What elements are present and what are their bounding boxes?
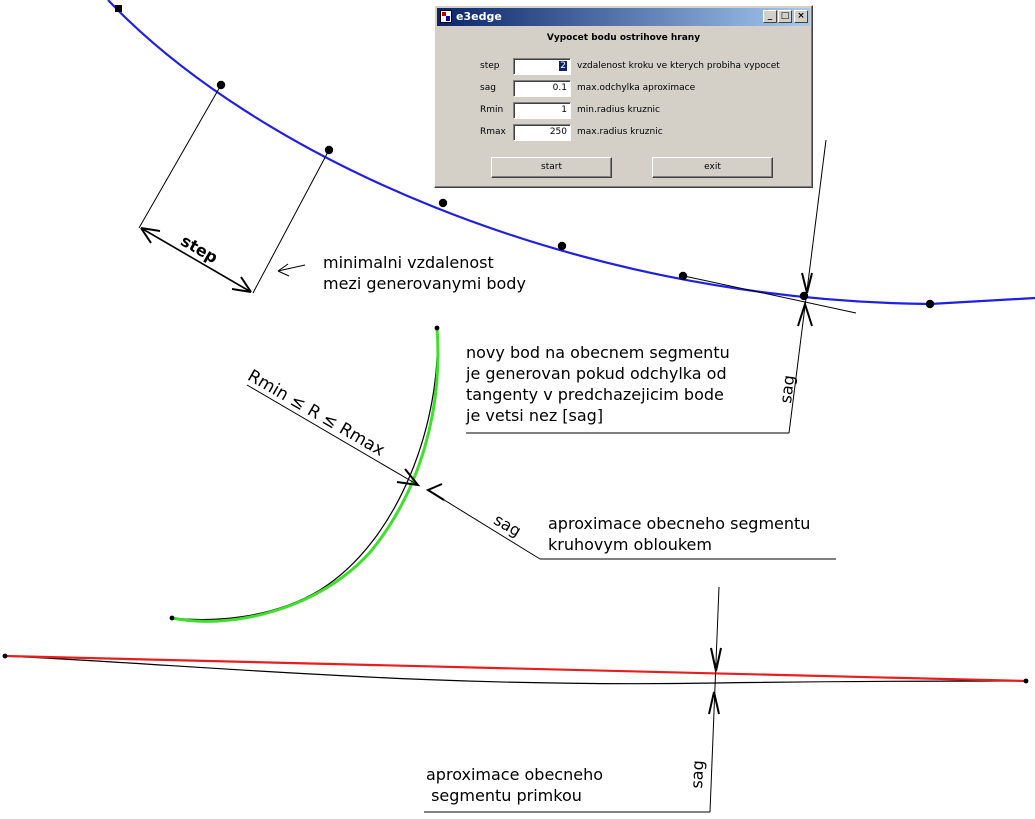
curve-point [678, 271, 688, 281]
step-param-desc: vzdalenost kroku ve kterych probiha vypo… [577, 61, 780, 71]
maximize-button[interactable]: □ [778, 10, 792, 23]
approx-line [4, 654, 1027, 683]
curve-point [115, 5, 122, 12]
sag-param-desc: max.odchylka aproximace [577, 83, 696, 93]
sag-dimension-top [466, 139, 857, 434]
sag-param-label: sag [480, 83, 496, 93]
exit-button[interactable]: exit [652, 157, 773, 178]
window-title: e3edge [456, 10, 502, 23]
arc-endpoint [169, 615, 175, 621]
arc-endpoint [434, 325, 440, 331]
start-button[interactable]: start [491, 157, 612, 178]
line-endpoint [1023, 678, 1029, 684]
step-dimension [138, 84, 330, 294]
line-note: aproximace obecneho segmentu primkou [426, 765, 604, 805]
radius-dimension [246, 384, 836, 560]
curve-point [925, 299, 935, 309]
approx-circular-arc [171, 327, 440, 623]
rmin-input[interactable]: 1 [513, 102, 571, 119]
general-segment-line [4, 655, 1027, 685]
rmax-param-desc: max.radius kruznic [577, 127, 663, 137]
curve-point [438, 198, 448, 208]
title-bar[interactable]: e3edge _ □ × [437, 8, 810, 26]
general-segment-arc [171, 327, 438, 621]
step-note: minimalni vzdalenost mezi generovanymi b… [323, 253, 526, 293]
e3edge-window: e3edge _ □ × Vypocet bodu ostrihove hran… [434, 5, 813, 188]
dialog-heading: Vypocet bodu ostrihove hrany [546, 33, 701, 43]
arc-note: aproximace obecneho segmentu kruhovym ob… [548, 514, 811, 554]
app-icon [440, 10, 452, 23]
sag-label-bottom: sag [687, 759, 708, 789]
rmax-param-label: Rmax [480, 127, 506, 137]
step-input[interactable]: 2 [513, 58, 571, 75]
step-param-label: step [480, 61, 500, 71]
sag-note: novy bod na obecnem segmentu je generova… [466, 343, 730, 425]
curve-point [557, 241, 567, 251]
rmin-param-label: Rmin [480, 105, 504, 115]
rmin-param-desc: min.radius kruznic [577, 105, 661, 115]
line-endpoint [2, 653, 8, 659]
arc-approximation [169, 325, 440, 623]
sag-input[interactable]: 0.1 [513, 80, 571, 97]
sag-dimension-bottom [424, 586, 722, 813]
line-approximation [2, 653, 1029, 685]
close-button[interactable]: × [794, 10, 808, 23]
rmax-input[interactable]: 250 [513, 124, 571, 141]
minimize-button[interactable]: _ [763, 10, 777, 23]
sag-label-top: sag [776, 373, 799, 405]
